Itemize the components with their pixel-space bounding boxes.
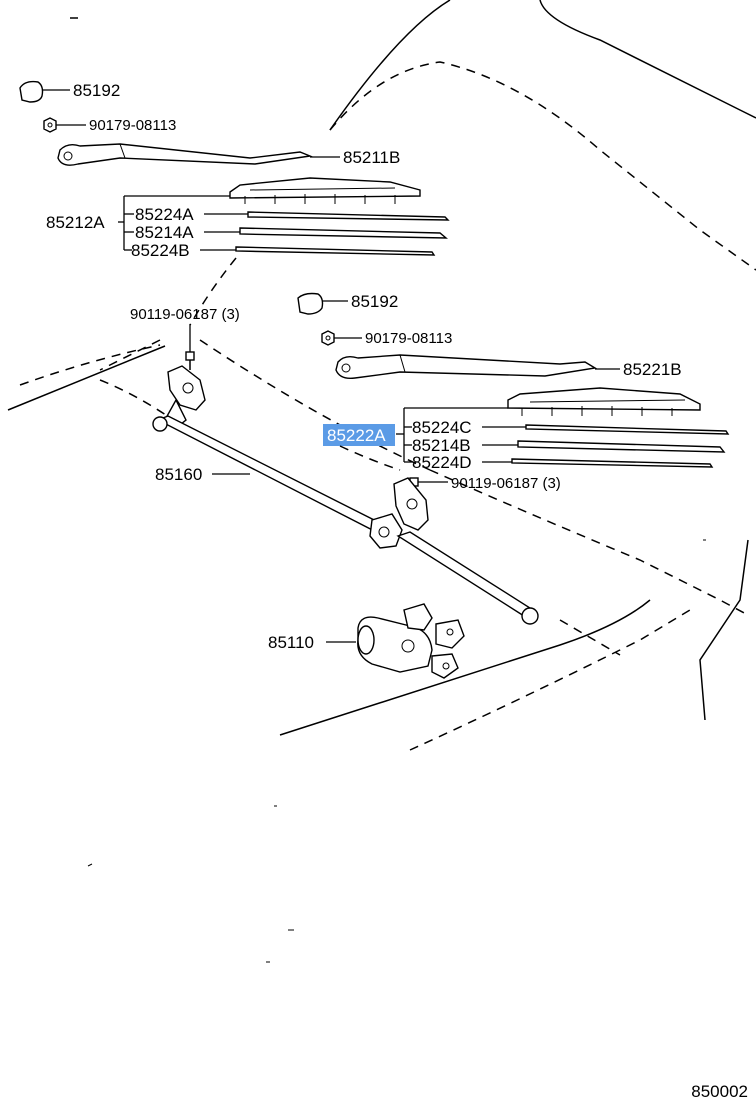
stray-marks: [87, 539, 706, 963]
label-arm-right: 85221B: [623, 360, 682, 379]
wiper-arm-left-icon: [57, 143, 340, 166]
leader-dashed-left: [189, 257, 237, 326]
label-backing-left-lower: 85224B: [131, 241, 190, 260]
rubber-strip-right-icon: [482, 440, 726, 453]
backing-strip-left-icon: [204, 211, 450, 221]
diagram-code: 850002: [691, 1082, 748, 1101]
wiper-linkage-icon: [152, 365, 539, 625]
wiper-arm-right-icon: [335, 354, 620, 380]
label-bolt-right: 90119-06187 (3): [451, 475, 561, 492]
bolt-left-icon: [185, 324, 195, 370]
backing-strip-right-icon: [482, 424, 730, 435]
label-motor: 85110: [268, 633, 314, 652]
highlight-box: [323, 424, 395, 446]
nut-upper-icon: [43, 117, 86, 133]
label-cap-lower: 85192: [351, 292, 398, 311]
rubber-strip-left-icon: [204, 227, 448, 239]
blade-assy-left-bracket: [118, 195, 230, 251]
windshield-outline: [7, 0, 756, 751]
backing-strip-left-lower-icon: [200, 246, 436, 256]
label-link: 85160: [155, 465, 202, 484]
label-rubber-left: 85214A: [135, 223, 194, 242]
label-cap-upper: 85192: [73, 81, 120, 100]
bolt-right-icon: [409, 477, 448, 487]
blade-assy-right-bracket: [396, 407, 508, 463]
label-backing-right: 85224C: [412, 418, 472, 437]
wiper-motor-icon: [326, 603, 465, 679]
backing-strip-right-lower-icon: [482, 458, 714, 468]
label-rubber-right: 85214B: [412, 436, 471, 455]
label-blade-assy-left: 85212A: [46, 213, 105, 232]
label-blade-assy-right[interactable]: 85222A: [327, 426, 386, 445]
label-backing-left: 85224A: [135, 205, 194, 224]
nut-lower-icon: [321, 330, 362, 346]
blade-frame-right-icon: [507, 387, 701, 416]
blade-frame-left-icon: [229, 177, 421, 204]
label-arm-left: 85211B: [343, 148, 400, 167]
label-nut-upper: 90179-08113: [89, 117, 176, 134]
cap-lower-icon: [297, 292, 348, 315]
label-bolt-left: 90119-06187 (3): [130, 306, 240, 323]
leader-dashed-right: [339, 445, 401, 471]
label-backing-right-lower: 85224D: [412, 453, 472, 472]
cap-upper-icon: [19, 80, 70, 103]
label-nut-lower: 90179-08113: [365, 330, 452, 347]
